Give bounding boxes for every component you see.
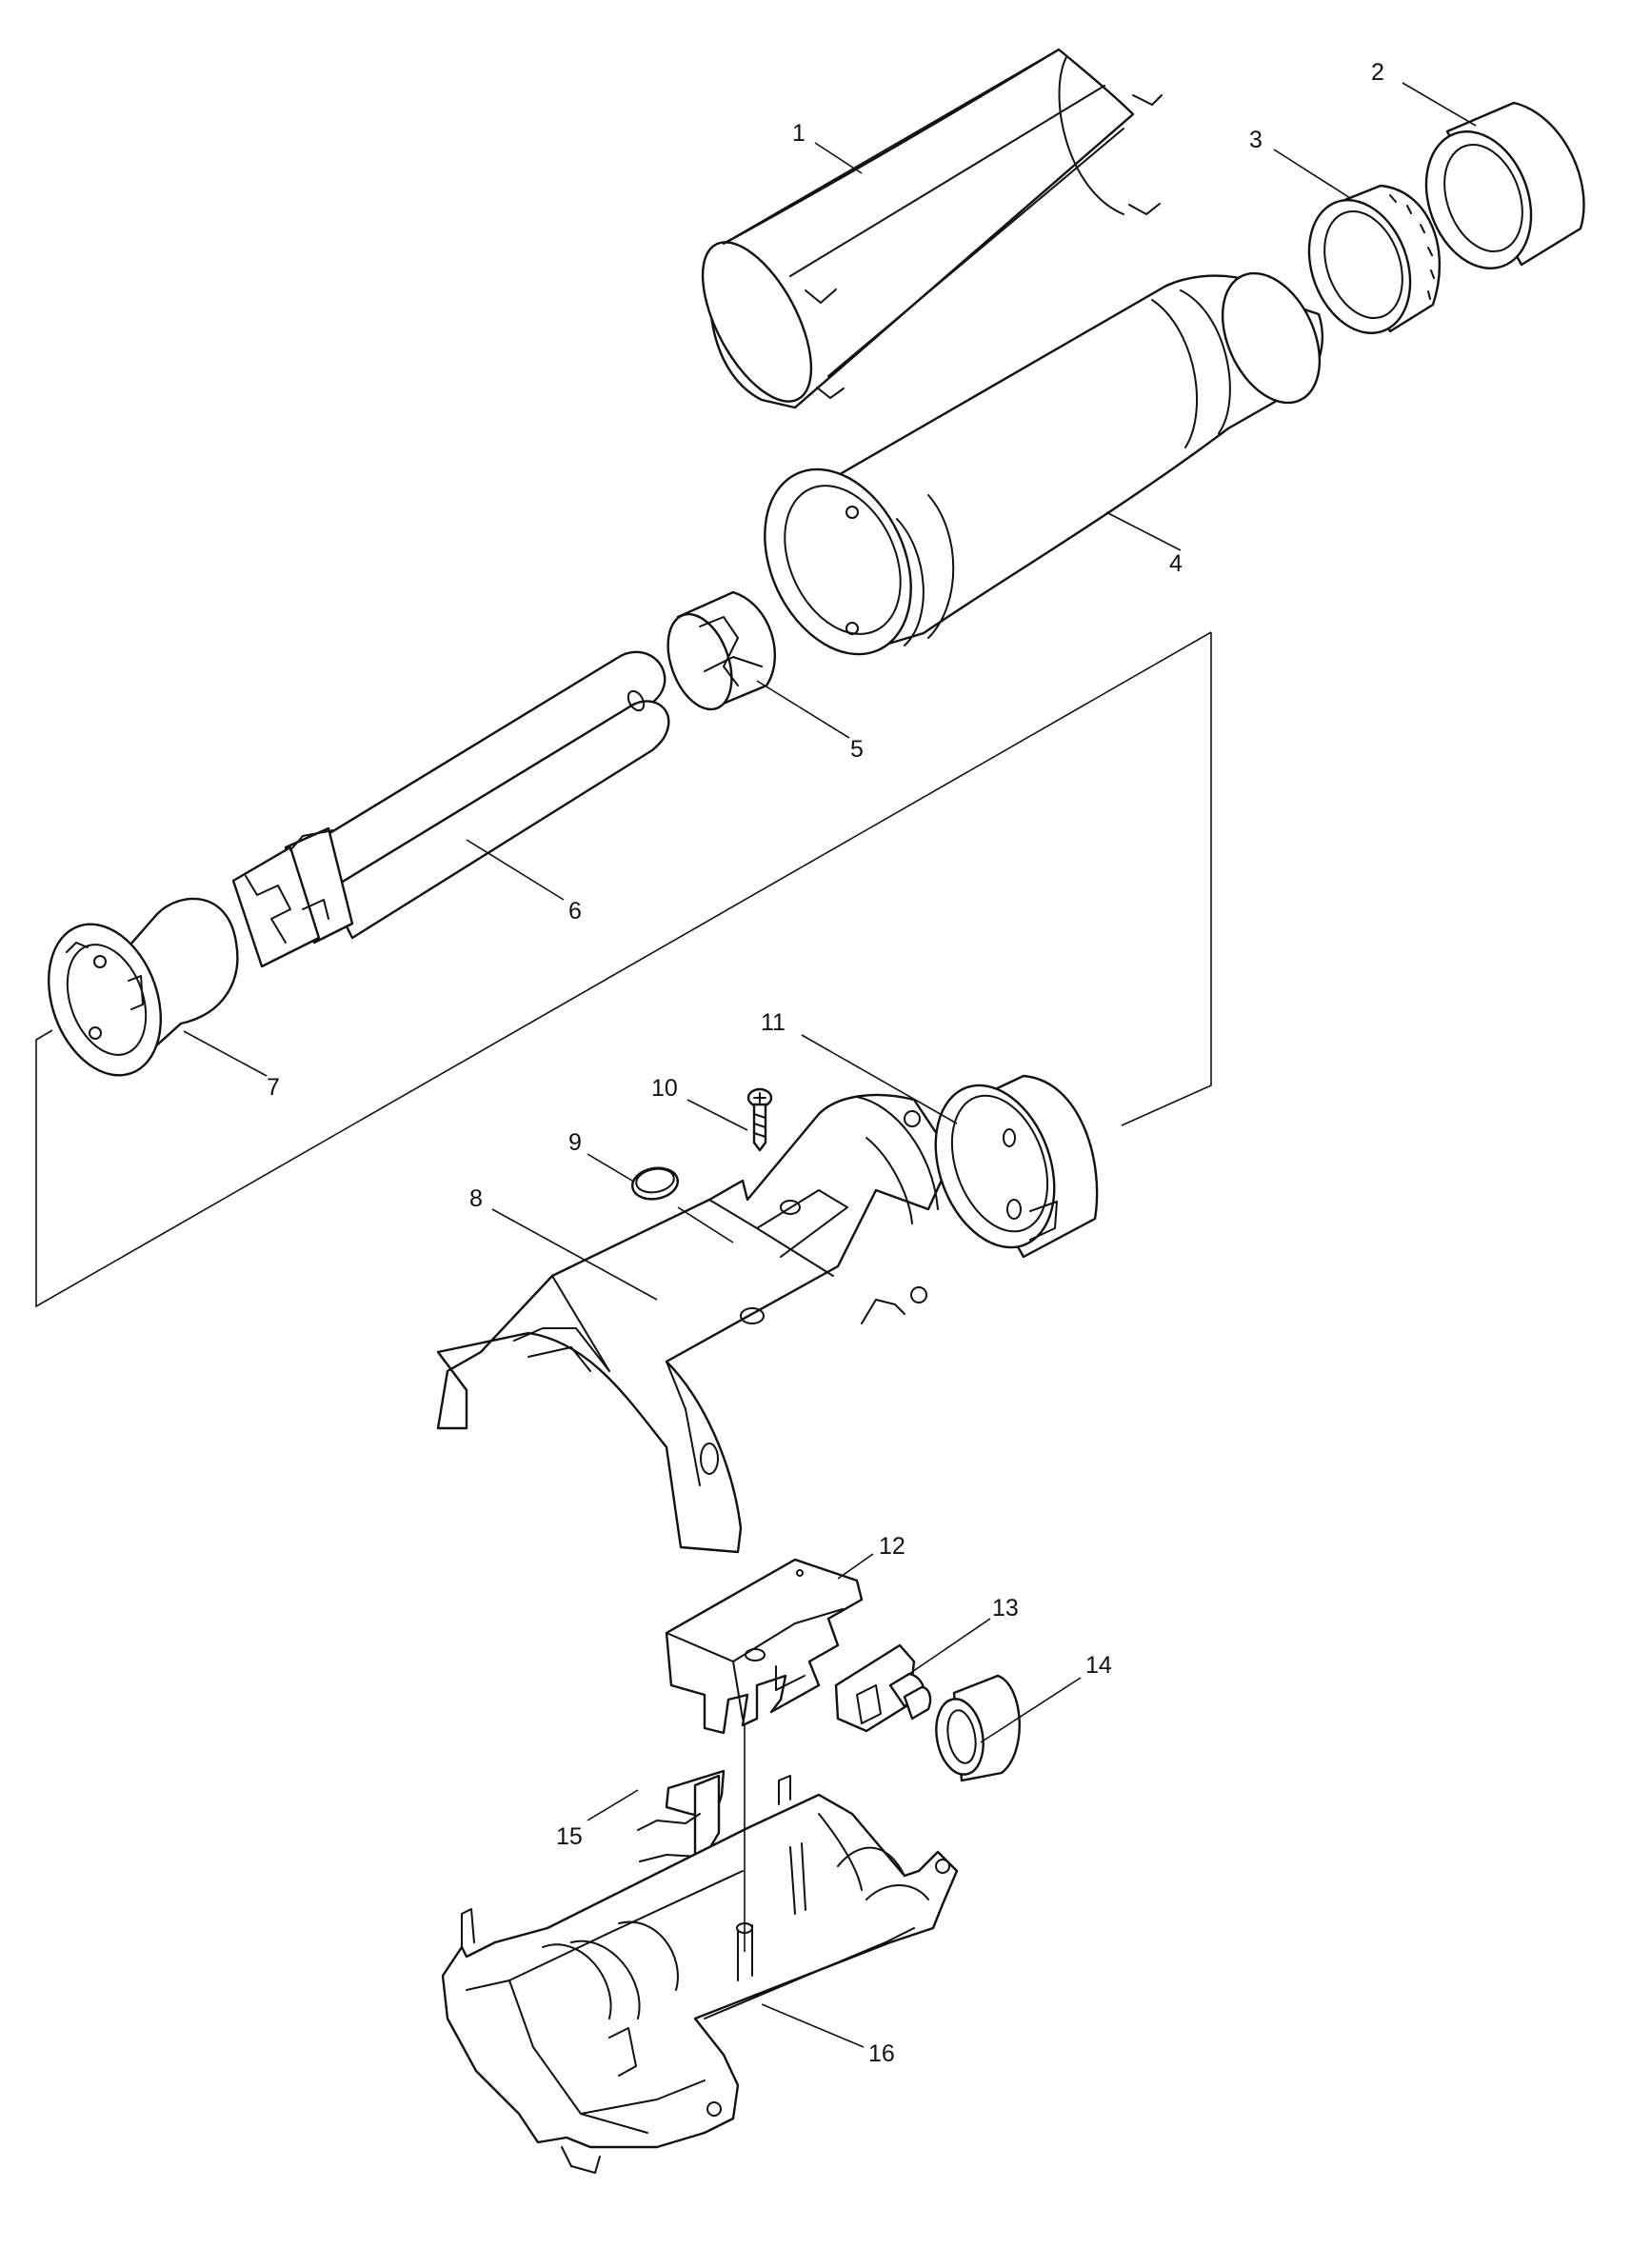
part-6-twin-tube-lamp xyxy=(231,650,670,968)
callout-11: 11 xyxy=(761,1009,786,1036)
callout-labels: 1 2 3 4 5 6 7 8 9 10 11 12 13 14 15 16 xyxy=(267,59,1384,2067)
callout-5: 5 xyxy=(850,736,864,763)
leader-12 xyxy=(837,1553,874,1580)
leader-8 xyxy=(491,1208,658,1301)
callout-13: 13 xyxy=(992,1595,1019,1621)
leader-4 xyxy=(1105,511,1182,551)
leader-9 xyxy=(587,1153,633,1182)
leader-1 xyxy=(814,142,863,174)
callout-4: 4 xyxy=(1169,550,1183,577)
part-1-tube-guard xyxy=(701,48,1163,409)
leader-5 xyxy=(756,680,850,739)
leader-3 xyxy=(1273,149,1351,199)
part-9-snap-ring xyxy=(631,1166,679,1201)
leader-9b xyxy=(677,1206,734,1243)
callout-10: 10 xyxy=(651,1075,678,1102)
leader-16 xyxy=(761,2003,865,2048)
callout-3: 3 xyxy=(1249,127,1263,153)
assembly-bracket-frame xyxy=(35,631,1212,1308)
callout-1: 1 xyxy=(792,120,806,147)
leader-7 xyxy=(183,1030,268,1077)
callout-12: 12 xyxy=(879,1533,905,1560)
leader-6 xyxy=(466,839,565,901)
part-13-push-switch xyxy=(834,1643,932,1733)
callout-7: 7 xyxy=(267,1074,280,1101)
leader-13 xyxy=(905,1618,991,1677)
part-5-lamp-holder-clip xyxy=(666,590,776,711)
part-3-knurled-ring xyxy=(1307,184,1442,334)
part-12-ballast-module xyxy=(665,1558,864,1735)
callout-16: 16 xyxy=(868,2040,895,2067)
leader-14 xyxy=(980,1677,1082,1743)
part-10-screw xyxy=(746,1087,773,1152)
callout-9: 9 xyxy=(568,1129,582,1156)
part-16-lower-base-housing xyxy=(441,1775,959,2174)
callout-14: 14 xyxy=(1085,1652,1112,1679)
callout-15: 15 xyxy=(556,1823,583,1850)
part-15-spring-contact-clip xyxy=(637,1769,726,1863)
leader-2 xyxy=(1402,82,1477,127)
callout-8: 8 xyxy=(469,1185,483,1212)
part-14-switch-button xyxy=(935,1674,1021,1782)
part-8-upper-housing xyxy=(436,1093,954,1554)
part-11-split-clamp-ring xyxy=(934,1074,1099,1259)
leader-10 xyxy=(686,1099,748,1131)
part-7-lamp-end-socket xyxy=(47,897,239,1077)
callout-2: 2 xyxy=(1371,59,1384,86)
leader-11 xyxy=(801,1034,958,1124)
leader-15 xyxy=(587,1789,639,1821)
part-4-main-cylinder xyxy=(764,271,1323,656)
part-2-end-cap-ring xyxy=(1424,101,1585,269)
callout-6: 6 xyxy=(568,898,582,925)
leader-lines xyxy=(183,82,1477,2048)
